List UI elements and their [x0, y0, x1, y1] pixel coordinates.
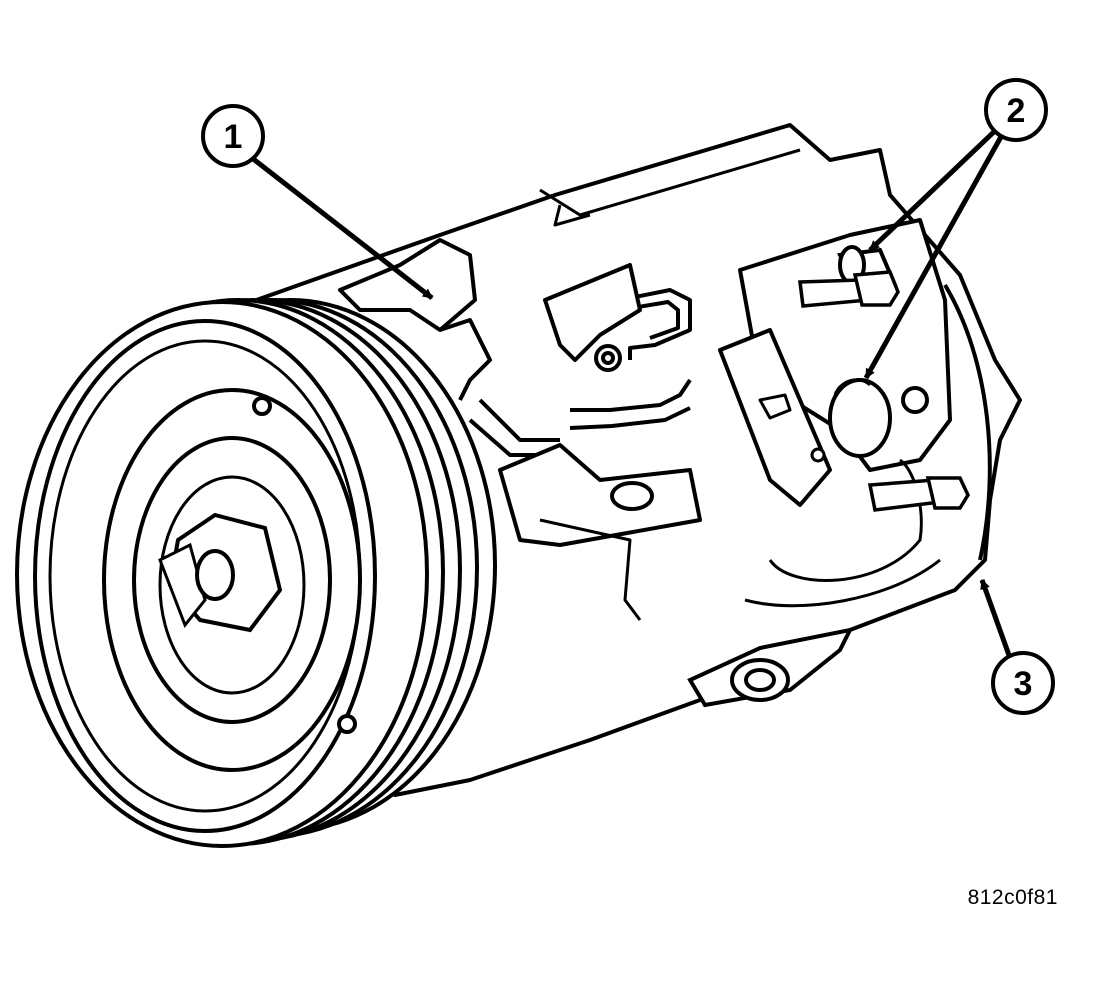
callout-2: 2	[863, 78, 1048, 380]
leader-line-2b	[863, 133, 1005, 380]
leader-line-2a	[868, 126, 1000, 252]
callout-number-2: 2	[1007, 92, 1026, 130]
leader-line-3	[979, 579, 1013, 659]
mounting-ear-bottom	[687, 627, 854, 708]
callout-circle-3	[991, 651, 1055, 715]
clutch-pulley	[15, 298, 497, 848]
callout-circle-1	[201, 104, 265, 168]
callout-1: 1	[201, 104, 434, 300]
mounting-studs	[798, 270, 970, 512]
leader-line-1	[250, 156, 434, 300]
callout-number-3: 3	[1014, 665, 1033, 703]
figure-code: 812c0f81	[967, 886, 1058, 909]
callout-number-1: 1	[224, 118, 243, 156]
callout-3: 3	[979, 579, 1055, 715]
switch-bracket	[543, 263, 832, 507]
front-housing	[338, 238, 702, 621]
callout-circle-2	[984, 78, 1048, 142]
